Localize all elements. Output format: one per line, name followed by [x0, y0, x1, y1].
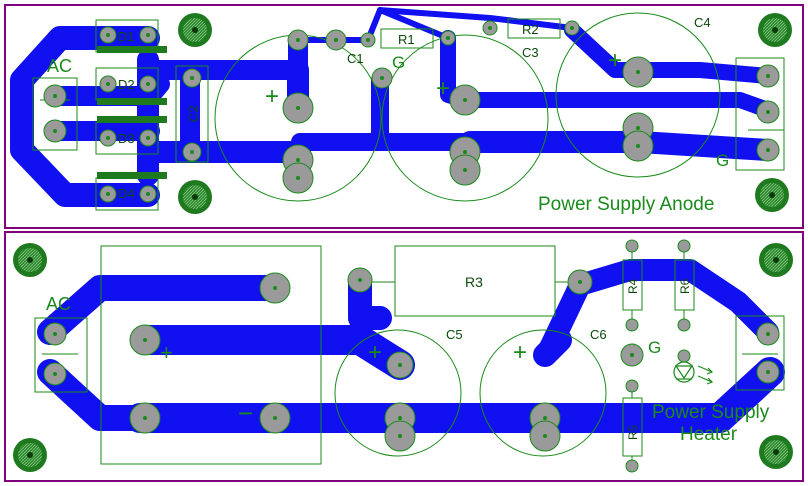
res-label-r5: R5	[626, 424, 640, 440]
polarity-plus-c6: +	[513, 339, 527, 366]
polarity-plus-c1: +	[265, 83, 279, 110]
res-label-r4: R4	[626, 278, 640, 294]
mount-hole-icon	[759, 243, 793, 277]
polarity-plus-c5: +	[368, 339, 382, 366]
ground-mark-g2: G	[716, 151, 729, 170]
cap-label-c4: C4	[694, 15, 711, 30]
mount-hole-icon	[755, 178, 789, 212]
diode-label-d1: D1	[118, 29, 135, 44]
polarity-plus-c3: +	[436, 75, 450, 102]
anode-ac-label: AC	[47, 56, 72, 76]
bridge-plus-mark: +	[160, 340, 173, 365]
led-icon	[673, 361, 714, 385]
heater-labels: AC R3 R4 R6 R5 C5 C6 G + − + + Power Sup…	[46, 274, 770, 445]
cap-label-c5: C5	[446, 327, 463, 342]
anode-board-outline	[4, 4, 804, 229]
mount-hole-icon	[759, 435, 793, 469]
anode-board-title: Power Supply Anode	[538, 194, 714, 215]
mount-hole-icons	[13, 13, 793, 472]
mount-hole-icon	[178, 13, 212, 47]
bridge-minus-mark: −	[238, 398, 253, 428]
mount-hole-icon	[13, 438, 47, 472]
diode-label-d2: D2	[118, 77, 135, 92]
res-label-r1: R1	[398, 32, 415, 47]
cap-label-c2: C2	[186, 105, 201, 122]
res-label-r2: R2	[522, 22, 539, 37]
heater-pad-holes	[53, 278, 770, 438]
polarity-plus-c4: +	[608, 47, 622, 74]
anode-labels: AC D1 D2 D3 D4 C2 C1 R1 R2 C3 C4 G G + +…	[47, 15, 729, 215]
mount-hole-icon	[178, 180, 212, 214]
heater-board-title-line1: Power Supply	[652, 402, 770, 423]
mount-hole-icon	[13, 243, 47, 277]
diode-label-d3: D3	[118, 131, 135, 146]
heater-traces	[37, 259, 785, 433]
heater-ac-label: AC	[46, 294, 71, 314]
cap-label-c3: C3	[522, 45, 539, 60]
anode-pad-holes	[53, 26, 770, 196]
heater-board-outline	[4, 231, 804, 482]
res-label-r6: R6	[678, 278, 692, 294]
diode-label-d4: D4	[118, 186, 135, 201]
heater-ground-mark: G	[648, 338, 661, 357]
res-label-r3: R3	[465, 274, 483, 290]
heater-board-title-line2: Heater	[680, 424, 738, 445]
ground-mark-g1: G	[392, 53, 405, 72]
cap-label-c1: C1	[347, 51, 364, 66]
mount-hole-icon	[758, 13, 792, 47]
cap-label-c6: C6	[590, 327, 607, 342]
diode-bands	[97, 46, 167, 179]
